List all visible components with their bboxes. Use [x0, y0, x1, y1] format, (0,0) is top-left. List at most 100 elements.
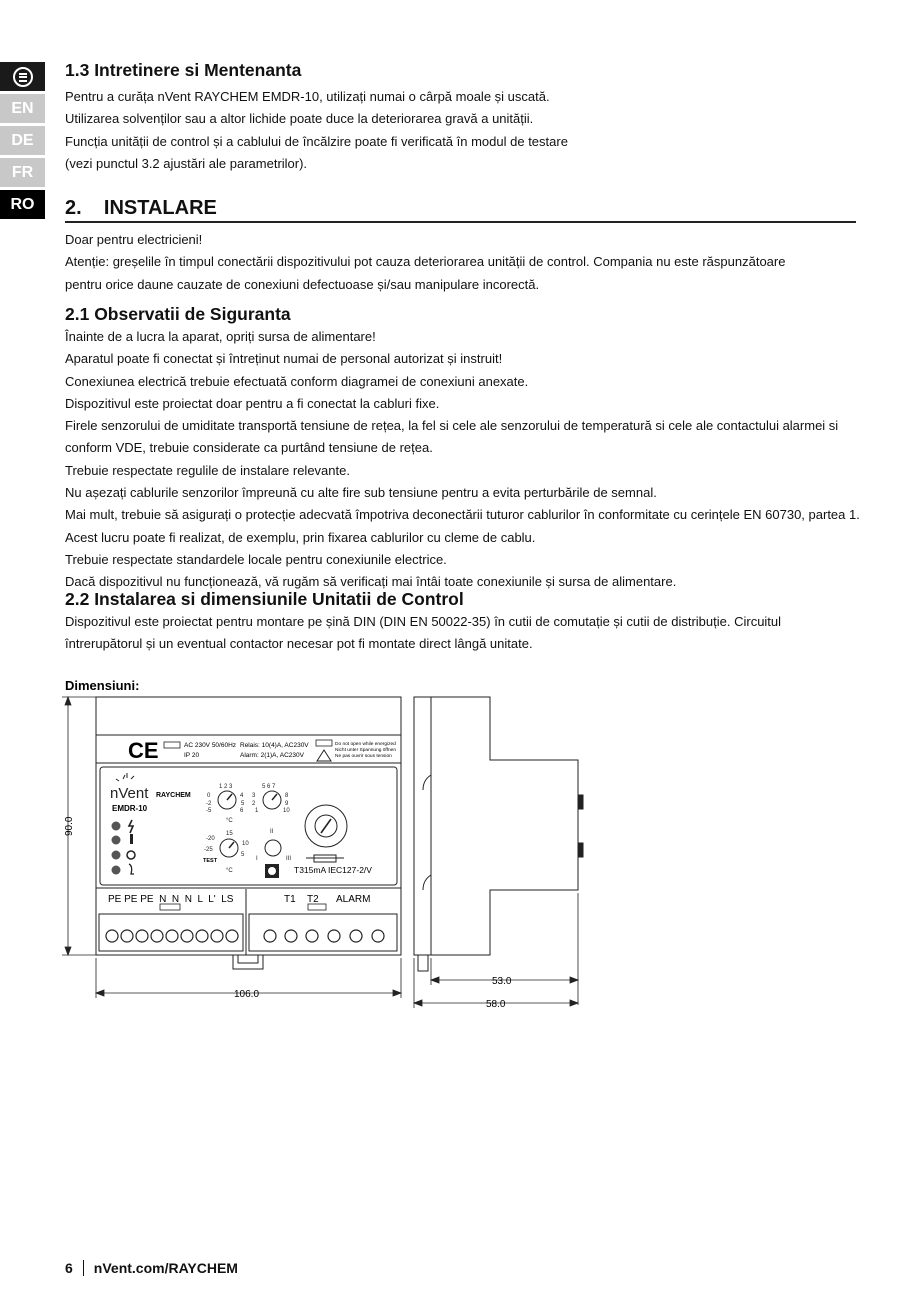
terminal-screw — [349, 929, 363, 943]
paragraph-line: Utilizarea solvenților sau a altor lichi… — [65, 111, 534, 127]
height-dimension: 90.0 — [64, 816, 75, 836]
terminal-labels-left: PE PE PE N N N L L' LS — [108, 894, 234, 905]
svg-text:5: 5 — [241, 801, 245, 807]
paragraph-line: Dispozitivul este proiectat pentru monta… — [65, 614, 782, 629]
svg-text:10: 10 — [242, 841, 249, 847]
warning-icon — [316, 749, 332, 762]
lang-tab-fr[interactable]: FR — [0, 158, 45, 187]
brand-sub: RAYCHEM — [156, 792, 191, 799]
section-title: 2.1 Observatii de Siguranta — [65, 304, 291, 324]
alarm-icon — [128, 863, 134, 875]
svg-text:2: 2 — [252, 801, 256, 807]
depth-dimension: 53.0 — [492, 976, 512, 987]
ce-mark: CE — [128, 738, 159, 763]
terminal-label-t1: T1 — [284, 894, 296, 905]
lang-tab-ro[interactable]: RO — [0, 190, 45, 219]
warning-text: Nicht unter Spannung öffnen — [335, 747, 396, 753]
svg-text:III: III — [286, 856, 291, 862]
paragraph-line: Firele senzorului de umiditate transport… — [65, 418, 839, 434]
led — [111, 835, 121, 845]
paragraph-line: Atenție: greșelile în timpul conectării … — [65, 254, 786, 270]
terminal-label-t2: T2 — [307, 894, 319, 905]
terminal-screw — [120, 929, 134, 943]
test-label: TEST — [203, 858, 218, 864]
width-dimension: 106.0 — [234, 989, 259, 1000]
svg-text:15: 15 — [226, 831, 233, 837]
svg-text:6: 6 — [240, 808, 244, 814]
terminal-screw — [180, 929, 194, 943]
humidity-dial[interactable] — [262, 790, 282, 810]
heating-icon — [127, 819, 135, 834]
fuse-holder — [304, 804, 348, 848]
section-2-2: 2.2 Instalarea si dimensiunile Unitatii … — [65, 587, 865, 656]
mode-switch[interactable] — [264, 839, 282, 857]
section-2: 2. INSTALARE — [65, 195, 865, 221]
brand-logo: nVent RAYCHEM — [110, 773, 191, 802]
test-dial[interactable] — [219, 838, 239, 858]
temperature-dial[interactable] — [217, 790, 237, 810]
spec-relays: Relais: 10(4)A, AC230V — [240, 742, 309, 749]
terminal-screw — [225, 929, 239, 943]
section-2-1: 2.1 Observatii de Siguranta Înainte de a… — [65, 302, 865, 594]
paragraph-line: întrerupătorul și un eventual contactor … — [65, 636, 533, 652]
svg-text:-20: -20 — [206, 836, 215, 842]
lang-tab-de[interactable]: DE — [0, 126, 45, 155]
warning-text: Do not open while energized — [335, 741, 396, 747]
svg-text:°C: °C — [226, 868, 233, 874]
status-leds — [111, 819, 136, 875]
paragraph-line: Conexiunea electrică trebuie efectuată c… — [65, 373, 529, 389]
spec-ip: IP 20 — [184, 752, 199, 759]
terminal-screw — [150, 929, 164, 943]
paragraph-line: Dacă dispozitivul nu funcționează, vă ru… — [65, 574, 677, 590]
svg-text:1: 1 — [255, 808, 259, 814]
led — [111, 850, 121, 860]
paragraph-line: Funcția unității de control și a cablulu… — [65, 133, 568, 149]
led — [111, 865, 121, 875]
language-tabs: EN DE FR RO — [0, 62, 45, 219]
svg-text:-2: -2 — [206, 801, 212, 807]
terminal-screw — [327, 929, 341, 943]
svg-text:°C: °C — [226, 818, 233, 824]
paragraph-line: Doar pentru electricieni! — [65, 232, 203, 247]
led — [111, 821, 121, 831]
paragraph-line: (vezi punctul 3.2 ajustări ale parametri… — [65, 155, 308, 171]
page-footer: 6 nVent.com/RAYCHEM — [65, 1260, 238, 1276]
depth-dimension: 58.0 — [486, 999, 506, 1010]
menu-tab[interactable] — [0, 62, 45, 91]
page-number: 6 — [65, 1260, 73, 1276]
terminal-screw — [165, 929, 179, 943]
snow-icon — [126, 850, 136, 860]
lang-tab-en[interactable]: EN — [0, 94, 45, 123]
svg-text:I: I — [256, 856, 258, 862]
section-title: 1.3 Intretinere si Mentenanta — [65, 60, 302, 80]
terminal-screw — [135, 929, 149, 943]
terminal-block-left — [98, 913, 244, 952]
svg-text:8: 8 — [285, 793, 289, 799]
footer-site[interactable]: nVent.com/RAYCHEM — [93, 1260, 238, 1276]
paragraph-line: Trebuie respectate regulile de instalare… — [65, 462, 350, 478]
spec-alarm: Alarm: 2(1)A, AC230V — [240, 752, 305, 759]
terminal-screw — [195, 929, 209, 943]
device-side-view — [413, 696, 584, 972]
paragraph-line: Acest lucru poate fi realizat, de exempl… — [65, 529, 536, 545]
terminal-screw — [371, 929, 385, 943]
section-divider — [65, 221, 856, 223]
svg-text:5: 5 — [241, 852, 245, 858]
terminal-screw — [210, 929, 224, 943]
terminal-screw — [284, 929, 298, 943]
terminal-screw — [105, 929, 119, 943]
model-label: EMDR-10 — [112, 804, 148, 813]
warning-text: Ne pas ouvrir sous tension — [335, 753, 392, 759]
svg-text:5 6 7: 5 6 7 — [262, 784, 276, 790]
paragraph-line: pentru orice daune cauzate de conexiuni … — [65, 276, 540, 292]
section-title: 2. INSTALARE — [65, 197, 217, 219]
temperature-icon — [130, 834, 133, 844]
menu-icon[interactable] — [12, 66, 33, 87]
terminal-label-alarm: ALARM — [336, 894, 370, 905]
footer-divider — [82, 1260, 84, 1276]
terminal-block-right — [248, 913, 398, 952]
svg-text:II: II — [270, 829, 274, 835]
paragraph-line: Dispozitivul este proiectat doar pentru … — [65, 395, 440, 411]
brand-name: nVent — [110, 785, 149, 802]
paragraph-line: Trebuie respectate standardele locale pe… — [65, 551, 447, 567]
